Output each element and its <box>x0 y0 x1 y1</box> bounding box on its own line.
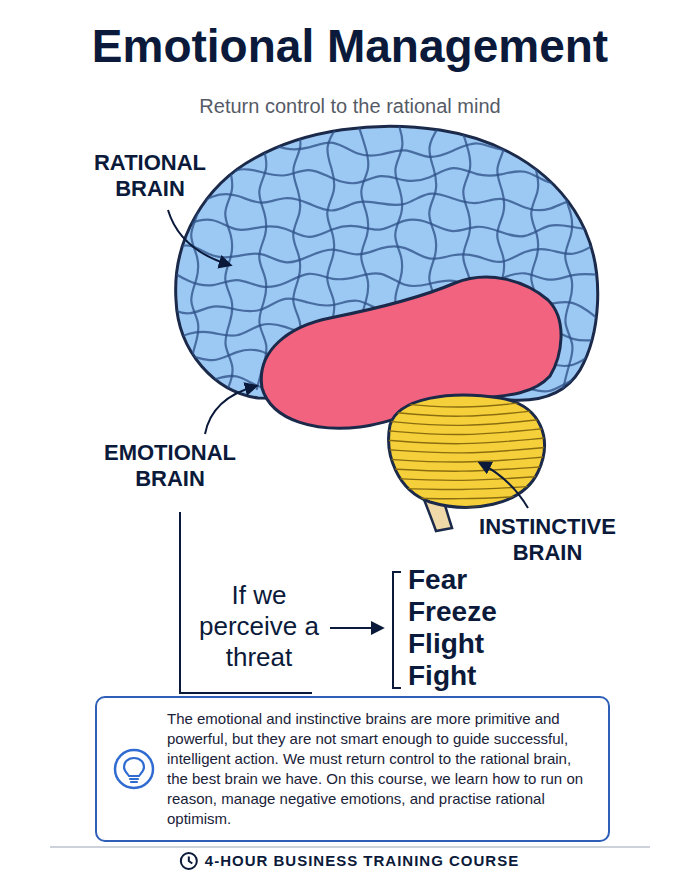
subtitle: Return control to the rational mind <box>0 94 700 118</box>
response-item: Freeze <box>408 597 558 628</box>
folium-line <box>385 410 545 417</box>
gyrus-line <box>165 143 597 159</box>
folium-line <box>385 476 545 480</box>
region-label: INSTINCTIVE BRAIN <box>455 514 640 567</box>
region-label: RATIONAL BRAIN <box>70 150 230 203</box>
folium-line <box>385 419 545 425</box>
folium-line <box>385 457 545 462</box>
folium-line <box>385 448 545 453</box>
region-label: EMOTIONAL BRAIN <box>80 440 260 493</box>
footer-rule <box>50 847 650 848</box>
lightbulb-icon <box>112 747 156 791</box>
folium-line <box>385 467 545 472</box>
gyrus-line <box>165 168 597 184</box>
clock-icon <box>181 853 197 869</box>
gyrus-line <box>256 125 266 389</box>
folium-line <box>385 400 545 407</box>
response-item: Fear <box>408 565 558 596</box>
leader-arrow <box>480 463 528 508</box>
response-item: Flight <box>408 629 558 660</box>
threat-arrow <box>330 627 382 629</box>
cerebellum-folia <box>385 400 545 508</box>
title: Emotional Management <box>0 20 700 73</box>
info-box: The emotional and instinctive brains are… <box>95 696 610 842</box>
footer-text: 4-HOUR BUSINESS TRAINING COURSE <box>205 852 519 870</box>
response-item: Fight <box>408 661 558 692</box>
gyrus-line <box>225 125 236 389</box>
response-bracket <box>393 572 401 688</box>
gyrus-line <box>562 125 572 389</box>
folium-line <box>385 438 545 444</box>
leader-arrow <box>205 386 256 434</box>
folium-line <box>385 486 545 490</box>
info-text: The emotional and instinctive brains are… <box>167 709 592 829</box>
folium-line <box>385 429 545 435</box>
leader-arrow <box>168 210 230 265</box>
folium-line <box>385 505 545 508</box>
region-label: If we perceive a threat <box>195 580 323 674</box>
